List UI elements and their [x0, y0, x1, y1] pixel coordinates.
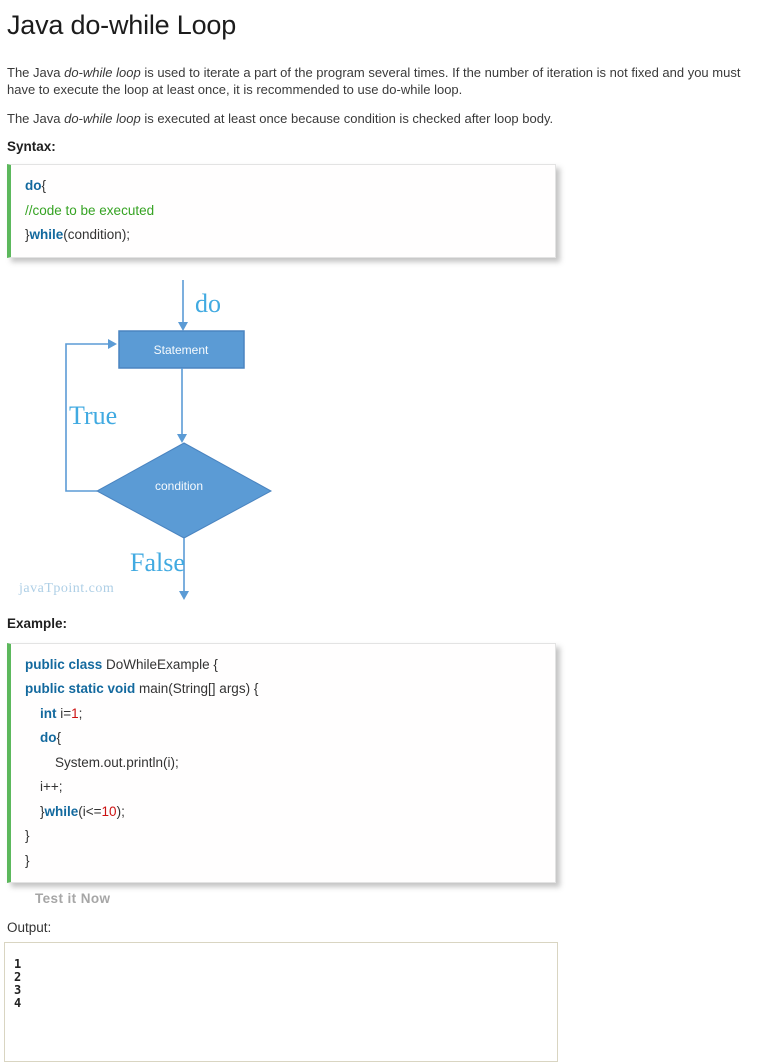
example-code-block: public class DoWhileExample {public stat…: [7, 642, 556, 883]
code-line: public class DoWhileExample {: [25, 653, 547, 678]
code-token: (i<=: [78, 803, 102, 819]
code-line: do{: [25, 726, 547, 751]
intro-p1-emphasis: do-while loop: [64, 65, 141, 80]
flow-exit-arrowhead: [179, 590, 189, 600]
condition-label: condition: [155, 479, 203, 493]
code-token: }: [25, 852, 30, 868]
output-line: 3: [14, 983, 22, 997]
code-token: ;: [78, 705, 83, 721]
code-token: DoWhileExample {: [102, 656, 218, 672]
watermark: javaTpoint.com: [18, 581, 114, 596]
code-token: public static void: [25, 681, 136, 696]
code-token: i++;: [25, 779, 63, 794]
intro-p1-before: The Java: [7, 65, 65, 80]
syntax-code-block: do{//code to be executed}while(condition…: [7, 164, 556, 258]
code-token: while: [44, 803, 79, 819]
code-line: public static void main(String[] args) {: [25, 677, 547, 702]
code-token: int: [40, 705, 57, 721]
code-token: public class: [25, 656, 103, 672]
false-label: False: [130, 548, 185, 577]
statement-label: Statement: [154, 343, 209, 357]
code-token: [25, 730, 40, 745]
code-line: //code to be executed: [25, 199, 547, 224]
example-heading: Example:: [7, 615, 68, 631]
code-token: {: [56, 730, 62, 745]
code-token: do: [40, 730, 57, 745]
code-token: );: [116, 803, 125, 819]
tutorial-page: Java do-while Loop The Java do-while loo…: [0, 10, 768, 1062]
true-label: True: [69, 401, 117, 430]
code-line: }while(condition);: [25, 223, 547, 248]
code-token: 1: [71, 705, 79, 721]
intro-paragraph-1: The Java do-while loop is used to iterat…: [7, 64, 759, 98]
syntax-heading: Syntax:: [7, 139, 56, 154]
code-token: }: [25, 803, 45, 819]
code-token: }: [25, 828, 30, 843]
intro-p2-emphasis: do-while loop: [64, 111, 141, 126]
code-line: }: [25, 824, 547, 849]
code-line: do{: [25, 174, 547, 199]
intro-p1-after: is used to iterate a part of the program…: [7, 65, 741, 97]
do-while-flowchart: do Statement True condition False javaTp…: [18, 279, 273, 600]
code-line: }while(i<=10);: [25, 800, 547, 825]
code-token: }: [25, 227, 30, 242]
code-token: i=: [56, 705, 72, 721]
flow-entry-arrowhead: [178, 321, 188, 331]
flow-loopback-arrowhead: [108, 338, 117, 349]
page-title: Java do-while Loop: [7, 10, 237, 40]
intro-p2-after: is executed at least once because condit…: [140, 111, 554, 126]
output-line: 4: [14, 996, 22, 1010]
output-label: Output:: [7, 920, 52, 935]
code-line: i++;: [25, 775, 547, 800]
output-line: 2: [14, 970, 22, 984]
statement-box: [118, 329, 245, 369]
code-token: //code to be executed: [25, 202, 155, 218]
code-line: }: [25, 849, 547, 874]
code-token: do: [25, 178, 42, 193]
code-token: System.out.println(i);: [25, 754, 179, 770]
code-line: System.out.println(i);: [25, 751, 547, 776]
code-token: while: [29, 227, 64, 242]
code-token: [25, 706, 40, 721]
intro-paragraph-2: The Java do-while loop is executed at le…: [7, 110, 759, 127]
intro-p2-before: The Java: [7, 111, 65, 126]
output-line: 1: [14, 957, 22, 971]
code-token: (condition);: [63, 227, 131, 242]
flow-condition-arrowhead: [177, 433, 187, 443]
code-token: {: [41, 178, 47, 193]
code-token: 10: [101, 803, 117, 819]
do-label: do: [195, 289, 221, 318]
code-token: main(String[] args) {: [135, 681, 259, 696]
code-line: int i=1;: [25, 702, 547, 727]
test-it-now-link[interactable]: Test it Now: [35, 891, 111, 906]
flow-true-loop-line: [65, 342, 108, 492]
